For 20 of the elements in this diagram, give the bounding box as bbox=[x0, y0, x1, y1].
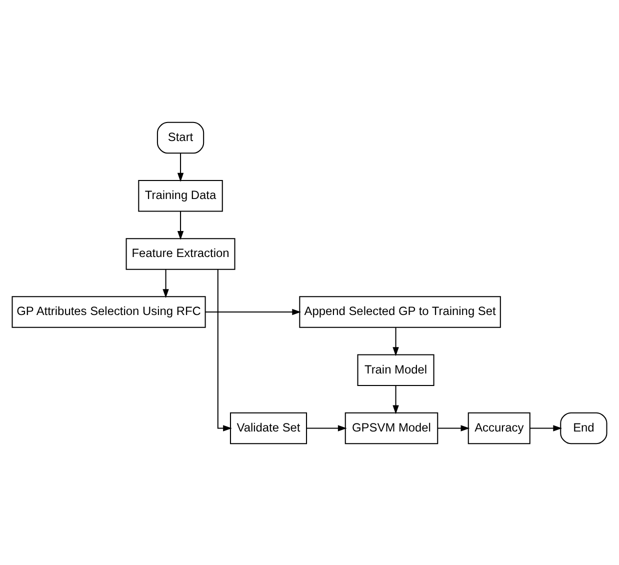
node-box: GPSVM Model bbox=[344, 412, 438, 444]
arrow bbox=[306, 424, 347, 431]
node-box: Accuracy bbox=[468, 412, 530, 444]
arrow bbox=[162, 269, 169, 298]
node-box: Start bbox=[156, 121, 204, 154]
arrow bbox=[438, 424, 470, 431]
node-box: Train Model bbox=[357, 354, 434, 386]
node-box: Append Selected GP to Training Set bbox=[299, 296, 501, 328]
node-box: GP Attributes Selection Using RFC bbox=[12, 296, 206, 328]
arrow bbox=[177, 152, 184, 182]
arrow bbox=[530, 424, 562, 431]
arrow bbox=[217, 268, 232, 431]
node-box: End bbox=[560, 412, 608, 444]
node-box: Training Data bbox=[138, 179, 223, 212]
arrow bbox=[392, 327, 399, 356]
arrow bbox=[205, 308, 302, 315]
arrow bbox=[177, 210, 184, 240]
node-box: Validate Set bbox=[230, 412, 308, 444]
arrow bbox=[392, 385, 399, 414]
node-box: Feature Extraction bbox=[126, 238, 236, 270]
